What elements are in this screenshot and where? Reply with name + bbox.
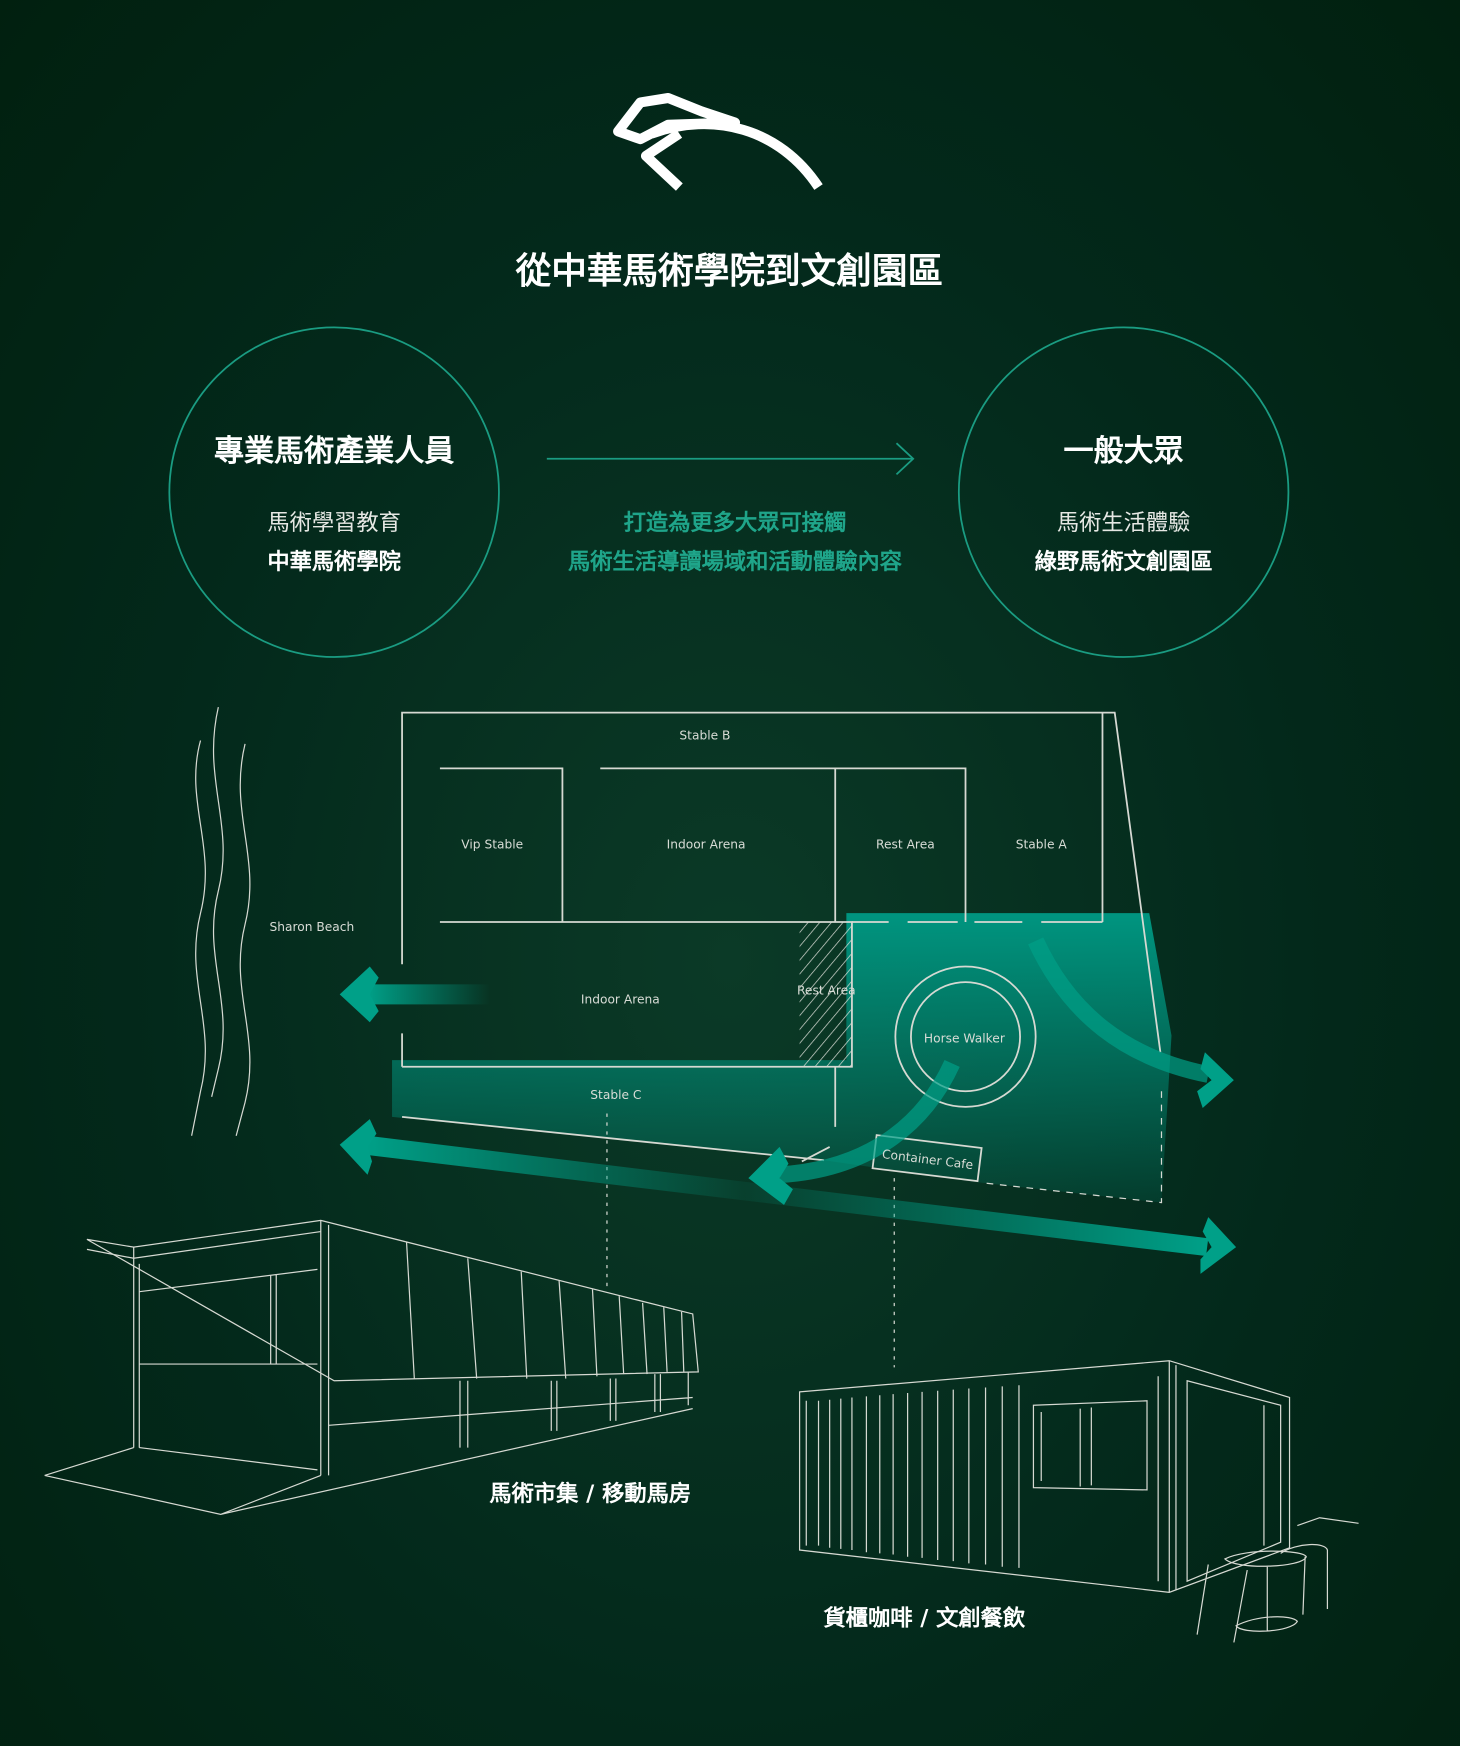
label-indoor-arena-top: Indoor Arena [667, 838, 746, 852]
left-subtitle: 馬術學習教育 [267, 510, 401, 536]
label-stable-b: Stable B [679, 728, 730, 742]
label-horse-walker: Horse Walker [924, 1031, 1006, 1045]
page-title: 從中華馬術學院到文創園區 [515, 251, 944, 292]
curved-arrow-icon [748, 1146, 793, 1205]
sea-waves [191, 706, 251, 1136]
right-heading: 一般大眾 [1064, 434, 1184, 469]
horse-logo [613, 92, 823, 191]
container-cafe-sketch [798, 1360, 1359, 1643]
right-subtitle: 馬術生活體驗 [1057, 510, 1191, 536]
arrow-right-icon [1200, 1217, 1237, 1274]
label-rest-area-hatched: Rest Area [797, 983, 856, 997]
curved-arrow-icon [1197, 1052, 1234, 1108]
horse-walker-outer [894, 965, 1037, 1108]
middle-line-1: 打造為更多大眾可接觸 [624, 509, 847, 536]
label-rest-area-top: Rest Area [876, 838, 935, 852]
arrow-left-icon [339, 1119, 377, 1175]
label-vip-stable: Vip Stable [461, 838, 523, 852]
left-name: 中華馬術學院 [267, 548, 401, 575]
label-stable-a: Stable A [1016, 838, 1068, 852]
site-map: Stable B Vip Stable Indoor Arena Rest Ar… [191, 706, 1237, 1368]
caption-market: 馬術市集 / 移動馬房 [489, 1480, 691, 1507]
right-circle [957, 326, 1290, 658]
arrow-left-icon [339, 966, 379, 1023]
label-indoor-arena-bottom: Indoor Arena [581, 992, 660, 1006]
right-name: 綠野馬術文創園區 [1035, 548, 1213, 575]
caption-cafe: 貨櫃咖啡 / 文創餐飲 [823, 1605, 1025, 1632]
left-heading: 專業馬術產業人員 [214, 434, 454, 469]
middle-line-2: 馬術生活導讀場域和活動體驗內容 [568, 548, 903, 575]
arrow-right-icon [546, 442, 915, 476]
label-stable-c: Stable C [590, 1088, 641, 1102]
label-sharon-beach: Sharon Beach [269, 920, 354, 934]
mobile-stable-sketch [44, 1219, 699, 1516]
left-circle [168, 326, 500, 658]
